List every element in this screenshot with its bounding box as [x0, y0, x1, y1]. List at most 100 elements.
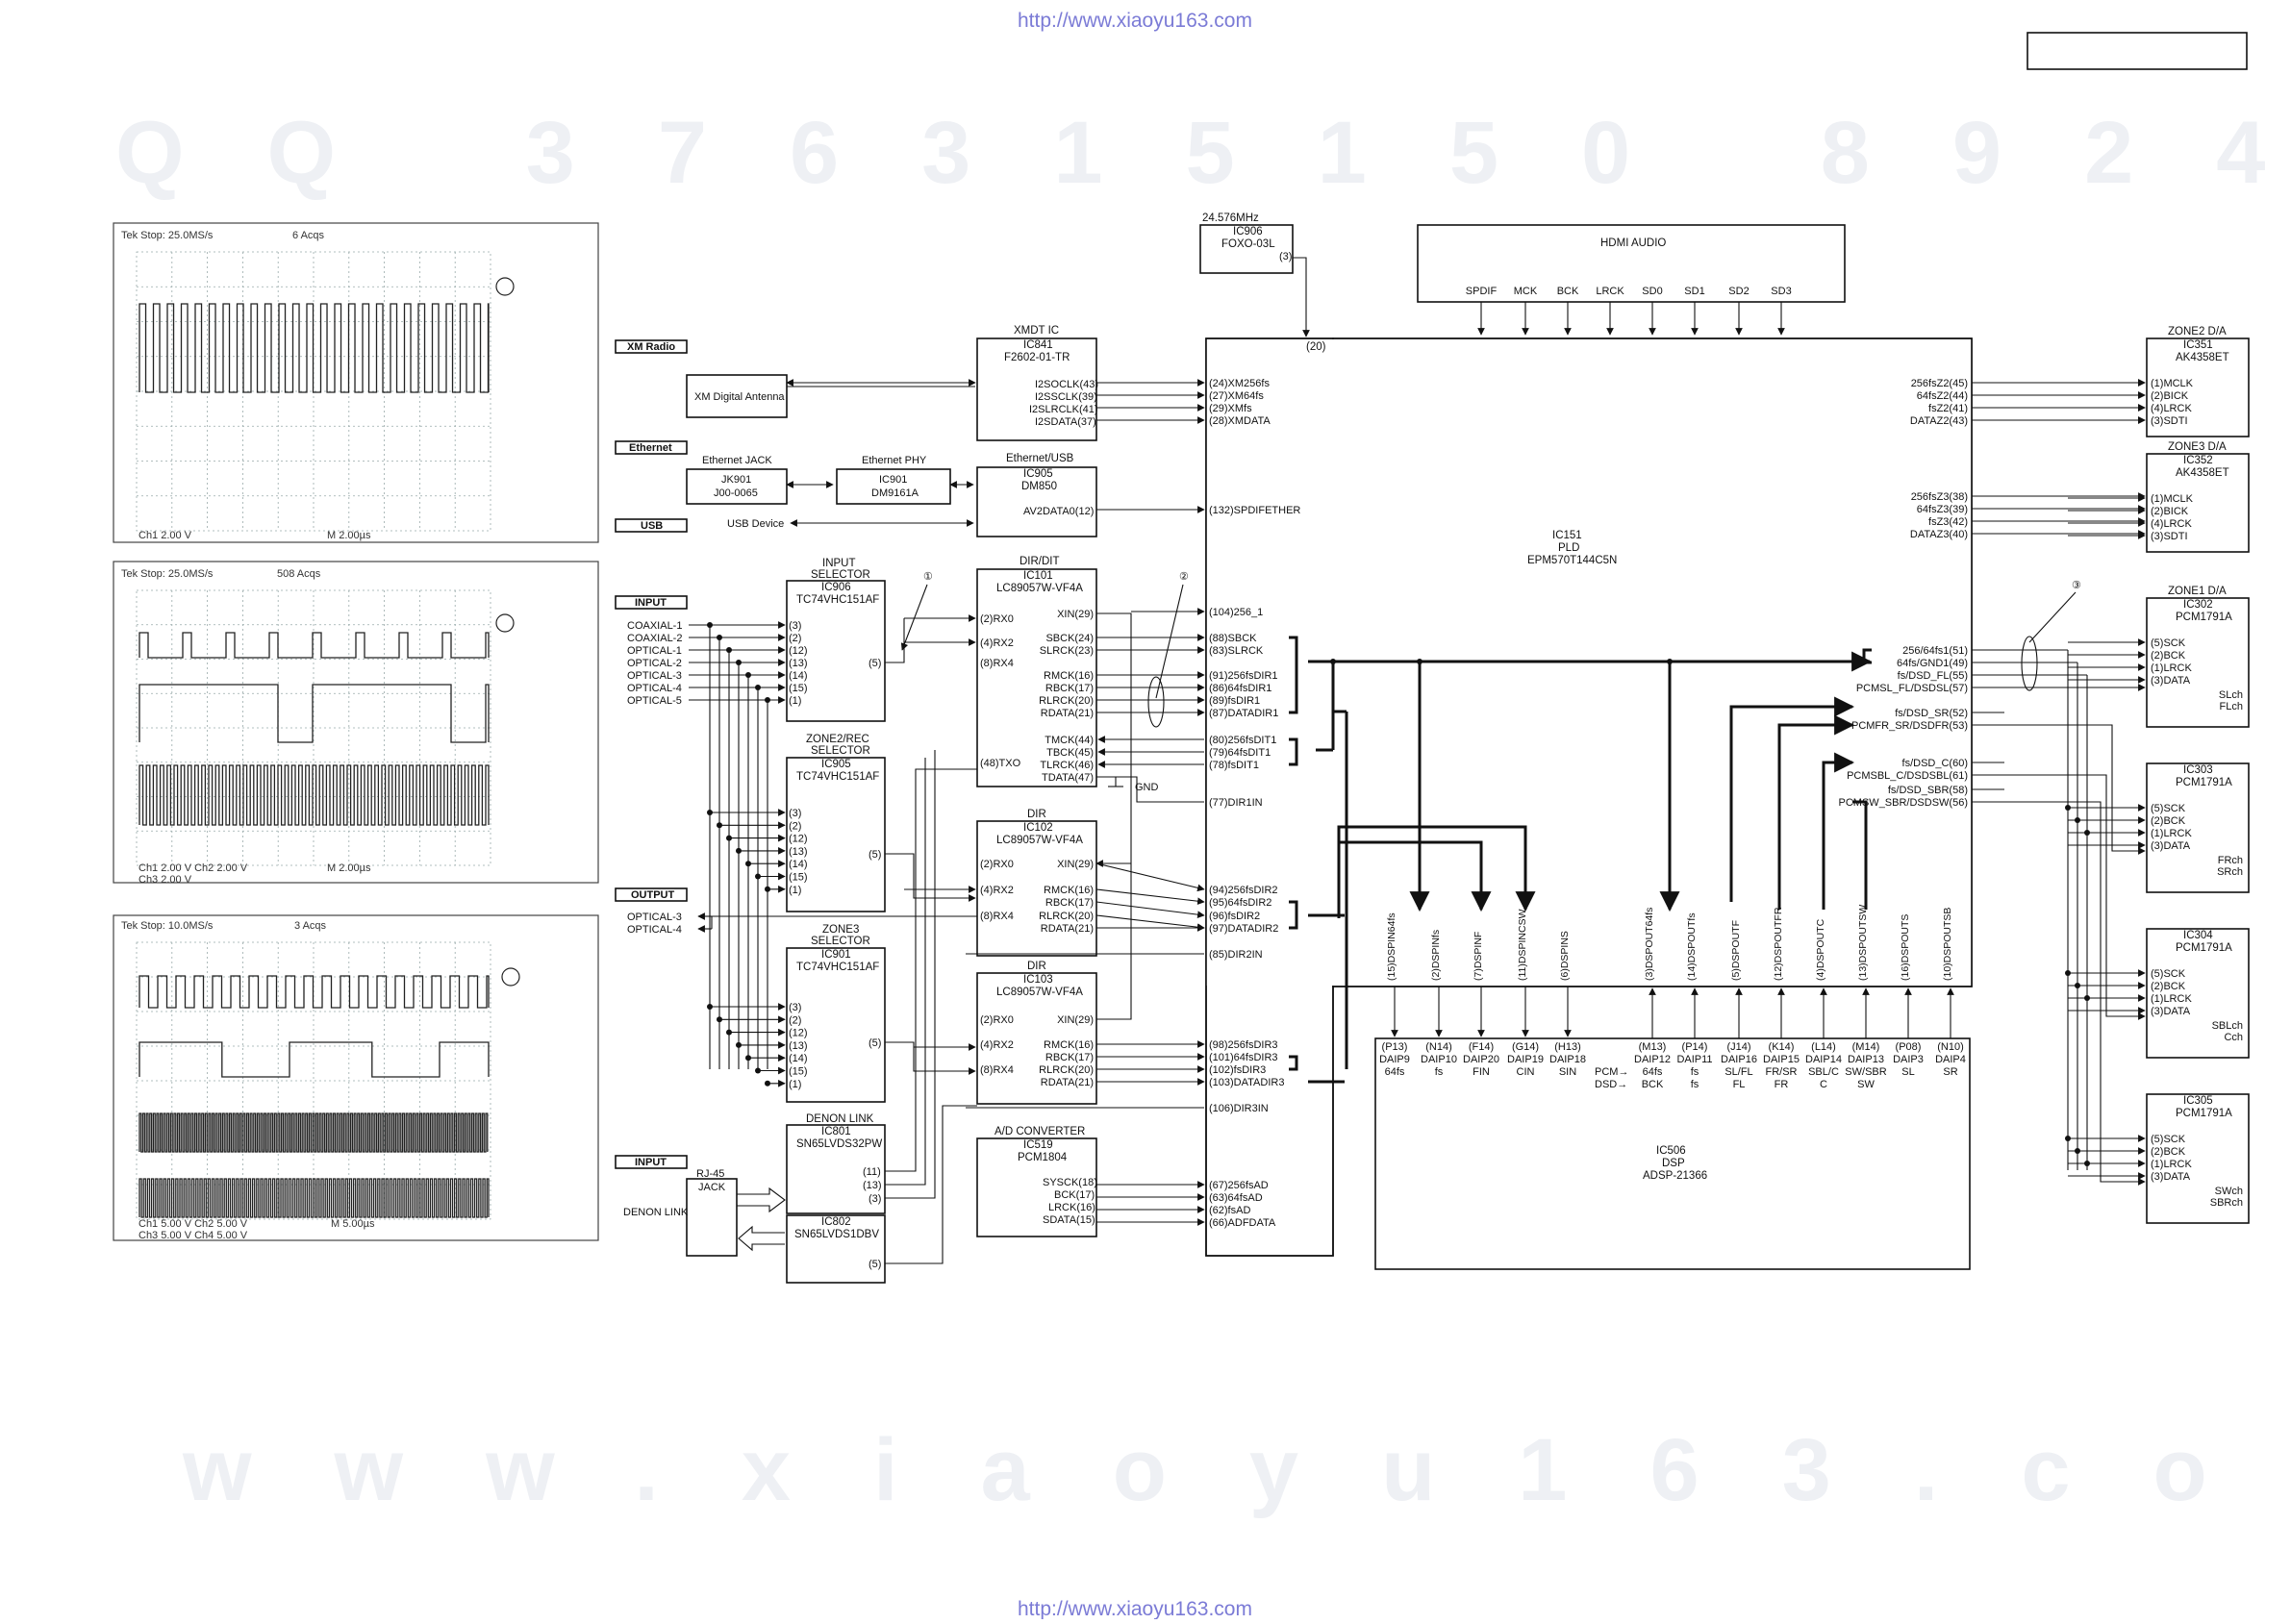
dac-block-5: IC304PCM1791A(5)SCK(2)BCK(1)LRCK(3)DATAS…	[2146, 928, 2250, 1059]
svg-text:64fs/GND1(49): 64fs/GND1(49)	[1897, 658, 1968, 669]
svg-text:FIN: FIN	[1473, 1066, 1490, 1078]
svg-text:fs/DSD_SBR(58): fs/DSD_SBR(58)	[1888, 785, 1968, 796]
svg-text:(98)256fsDIR3: (98)256fsDIR3	[1209, 1039, 1278, 1051]
svg-text:(3)DATA: (3)DATA	[2151, 840, 2191, 852]
usb-device-label: USB Device	[727, 518, 784, 530]
svg-text:I2SDATA(37): I2SDATA(37)	[1035, 416, 1096, 428]
svg-text:XM Digital Antenna: XM Digital Antenna	[694, 391, 785, 403]
svg-text:fs/DSD_FL(55): fs/DSD_FL(55)	[1898, 670, 1968, 682]
ethernet-jack-block: Ethernet JACK JK901 J00-0065	[686, 455, 788, 505]
svg-text:XIN(29): XIN(29)	[1057, 859, 1094, 870]
svg-text:(1): (1)	[789, 1079, 801, 1090]
url-bottom[interactable]: http://www.xiaoyu163.com	[1018, 1598, 1252, 1620]
scope-3-channels-2: Ch3 5.00 V Ch4 5.00 V	[138, 1230, 248, 1241]
denon-link-label: DENON LINK	[623, 1207, 689, 1218]
watermark-qq: QQ 376315150 892498299	[115, 104, 2291, 202]
svg-text:OPTICAL-1: OPTICAL-1	[627, 645, 682, 657]
svg-text:24.576MHz: 24.576MHz	[1202, 212, 1259, 224]
svg-text:fsZ3(42): fsZ3(42)	[1928, 516, 1968, 528]
svg-text:DAIP4: DAIP4	[1935, 1054, 1966, 1065]
svg-text:PCM→: PCM→	[1595, 1066, 1628, 1078]
section-xm-radio: XM Radio	[615, 339, 688, 354]
xm-antenna-block: XM Digital Antenna	[686, 374, 788, 418]
watermark-site: www.xiaoyu163.com	[182, 1421, 2291, 1519]
svg-text:SBRch: SBRch	[2210, 1197, 2243, 1209]
svg-text:DSP: DSP	[1662, 1158, 1685, 1169]
svg-text:(5)SCK: (5)SCK	[2151, 637, 2186, 649]
marker-2: ②	[1179, 571, 1189, 583]
svg-text:RDATA(21): RDATA(21)	[1041, 1077, 1094, 1088]
svg-text:SRch: SRch	[2217, 866, 2243, 878]
svg-text:(132)SPDIFETHER: (132)SPDIFETHER	[1209, 505, 1300, 516]
svg-text:RDATA(21): RDATA(21)	[1041, 923, 1094, 935]
svg-text:OPTICAL-3: OPTICAL-3	[627, 912, 682, 923]
svg-text:HDMI AUDIO: HDMI AUDIO	[1600, 237, 1666, 249]
svg-text:SW/SBR: SW/SBR	[1845, 1066, 1886, 1078]
svg-text:IC304: IC304	[2183, 930, 2213, 941]
svg-text:OPTICAL-5: OPTICAL-5	[627, 695, 682, 707]
svg-text:(5): (5)	[869, 658, 881, 669]
svg-text:(8)RX4: (8)RX4	[980, 911, 1014, 922]
svg-text:SBL/C: SBL/C	[1808, 1066, 1839, 1078]
svg-text:(94)256fsDIR2: (94)256fsDIR2	[1209, 885, 1278, 896]
svg-text:(P13): (P13)	[1382, 1041, 1408, 1053]
marker-3: ③	[2072, 580, 2081, 591]
scope-3-status: Tek Stop: 10.0MS/s	[121, 920, 214, 932]
svg-text:IC802: IC802	[821, 1216, 851, 1228]
svg-text:SELECTOR: SELECTOR	[811, 569, 870, 581]
scope-3-waveform-ch3	[138, 1112, 489, 1153]
section-ethernet: Ethernet	[615, 440, 688, 455]
svg-text:(2): (2)	[789, 633, 801, 644]
svg-text:LRCK: LRCK	[1596, 286, 1624, 297]
svg-text:(104)256_1: (104)256_1	[1209, 607, 1263, 618]
svg-text:Cch: Cch	[2224, 1032, 2243, 1043]
svg-text:SDATA(15): SDATA(15)	[1043, 1214, 1095, 1226]
svg-text:ZONE2/REC: ZONE2/REC	[806, 734, 869, 745]
svg-text:AK4358ET: AK4358ET	[2176, 467, 2229, 479]
scope-2-waveform-ch1	[138, 632, 490, 659]
svg-text:PCM1791A: PCM1791A	[2176, 777, 2232, 788]
svg-text:DAIP10: DAIP10	[1421, 1054, 1457, 1065]
svg-text:(3): (3)	[869, 1193, 881, 1205]
svg-text:J00-0065: J00-0065	[714, 487, 758, 499]
svg-text:FR: FR	[1775, 1079, 1789, 1090]
svg-text:(2)RX0: (2)RX0	[980, 613, 1014, 625]
svg-text:(3)SDTI: (3)SDTI	[2151, 531, 2188, 542]
svg-text:(3): (3)	[789, 808, 801, 819]
svg-text:PCMSL_FL/DSDSL(57): PCMSL_FL/DSDSL(57)	[1856, 683, 1968, 694]
url-top[interactable]: http://www.xiaoyu163.com	[1018, 10, 1252, 32]
svg-text:SR: SR	[1943, 1066, 1957, 1078]
svg-text:SELECTOR: SELECTOR	[811, 745, 870, 757]
svg-text:(15)DSPIN64fs: (15)DSPIN64fs	[1386, 912, 1397, 981]
svg-text:INPUT: INPUT	[635, 597, 667, 609]
svg-text:(8)RX4: (8)RX4	[980, 1064, 1014, 1076]
svg-text:fs: fs	[1691, 1079, 1699, 1090]
svg-text:DAIP19: DAIP19	[1507, 1054, 1544, 1065]
page-number-box	[2027, 32, 2248, 70]
zone3-selector-block: ZONE3 SELECTOR IC901 TC74VHC151AF (3)(2)…	[786, 924, 886, 1103]
svg-text:(5)SCK: (5)SCK	[2151, 803, 2186, 814]
svg-text:RMCK(16): RMCK(16)	[1044, 885, 1094, 896]
dac-block-2: ZONE3 D/AIC352AK4358ET(1)MCLK(2)BICK(4)L…	[2146, 441, 2250, 553]
svg-text:BCK: BCK	[1557, 286, 1579, 297]
svg-text:Ethernet/USB: Ethernet/USB	[1006, 453, 1074, 464]
svg-text:SN65LVDS1DBV: SN65LVDS1DBV	[794, 1229, 879, 1240]
zone2-selector-block: ZONE2/REC SELECTOR IC905 TC74VHC151AF (3…	[786, 734, 886, 912]
svg-text:(67)256fsAD: (67)256fsAD	[1209, 1180, 1269, 1191]
denon-link-block: DENON LINK IC801 SN65LVDS32PW (11) (13) …	[786, 1113, 886, 1284]
svg-text:(5)SCK: (5)SCK	[2151, 968, 2186, 980]
svg-text:DIR: DIR	[1027, 961, 1046, 972]
svg-text:IC905: IC905	[821, 759, 851, 770]
svg-text:(20): (20)	[1306, 341, 1326, 353]
svg-text:BCK: BCK	[1642, 1079, 1664, 1090]
svg-text:(13): (13)	[863, 1180, 882, 1191]
svg-text:(48)TXO: (48)TXO	[980, 758, 1021, 769]
svg-text:DAIP14: DAIP14	[1805, 1054, 1842, 1065]
svg-text:DAIP12: DAIP12	[1634, 1054, 1671, 1065]
svg-text:USB: USB	[641, 520, 663, 532]
svg-text:OPTICAL-4: OPTICAL-4	[627, 683, 682, 694]
svg-text:(6)DSPINS: (6)DSPINS	[1559, 931, 1571, 981]
svg-text:COAXIAL-1: COAXIAL-1	[627, 620, 682, 632]
svg-text:Ethernet PHY: Ethernet PHY	[862, 455, 927, 466]
svg-text:TC74VHC151AF: TC74VHC151AF	[796, 771, 879, 783]
